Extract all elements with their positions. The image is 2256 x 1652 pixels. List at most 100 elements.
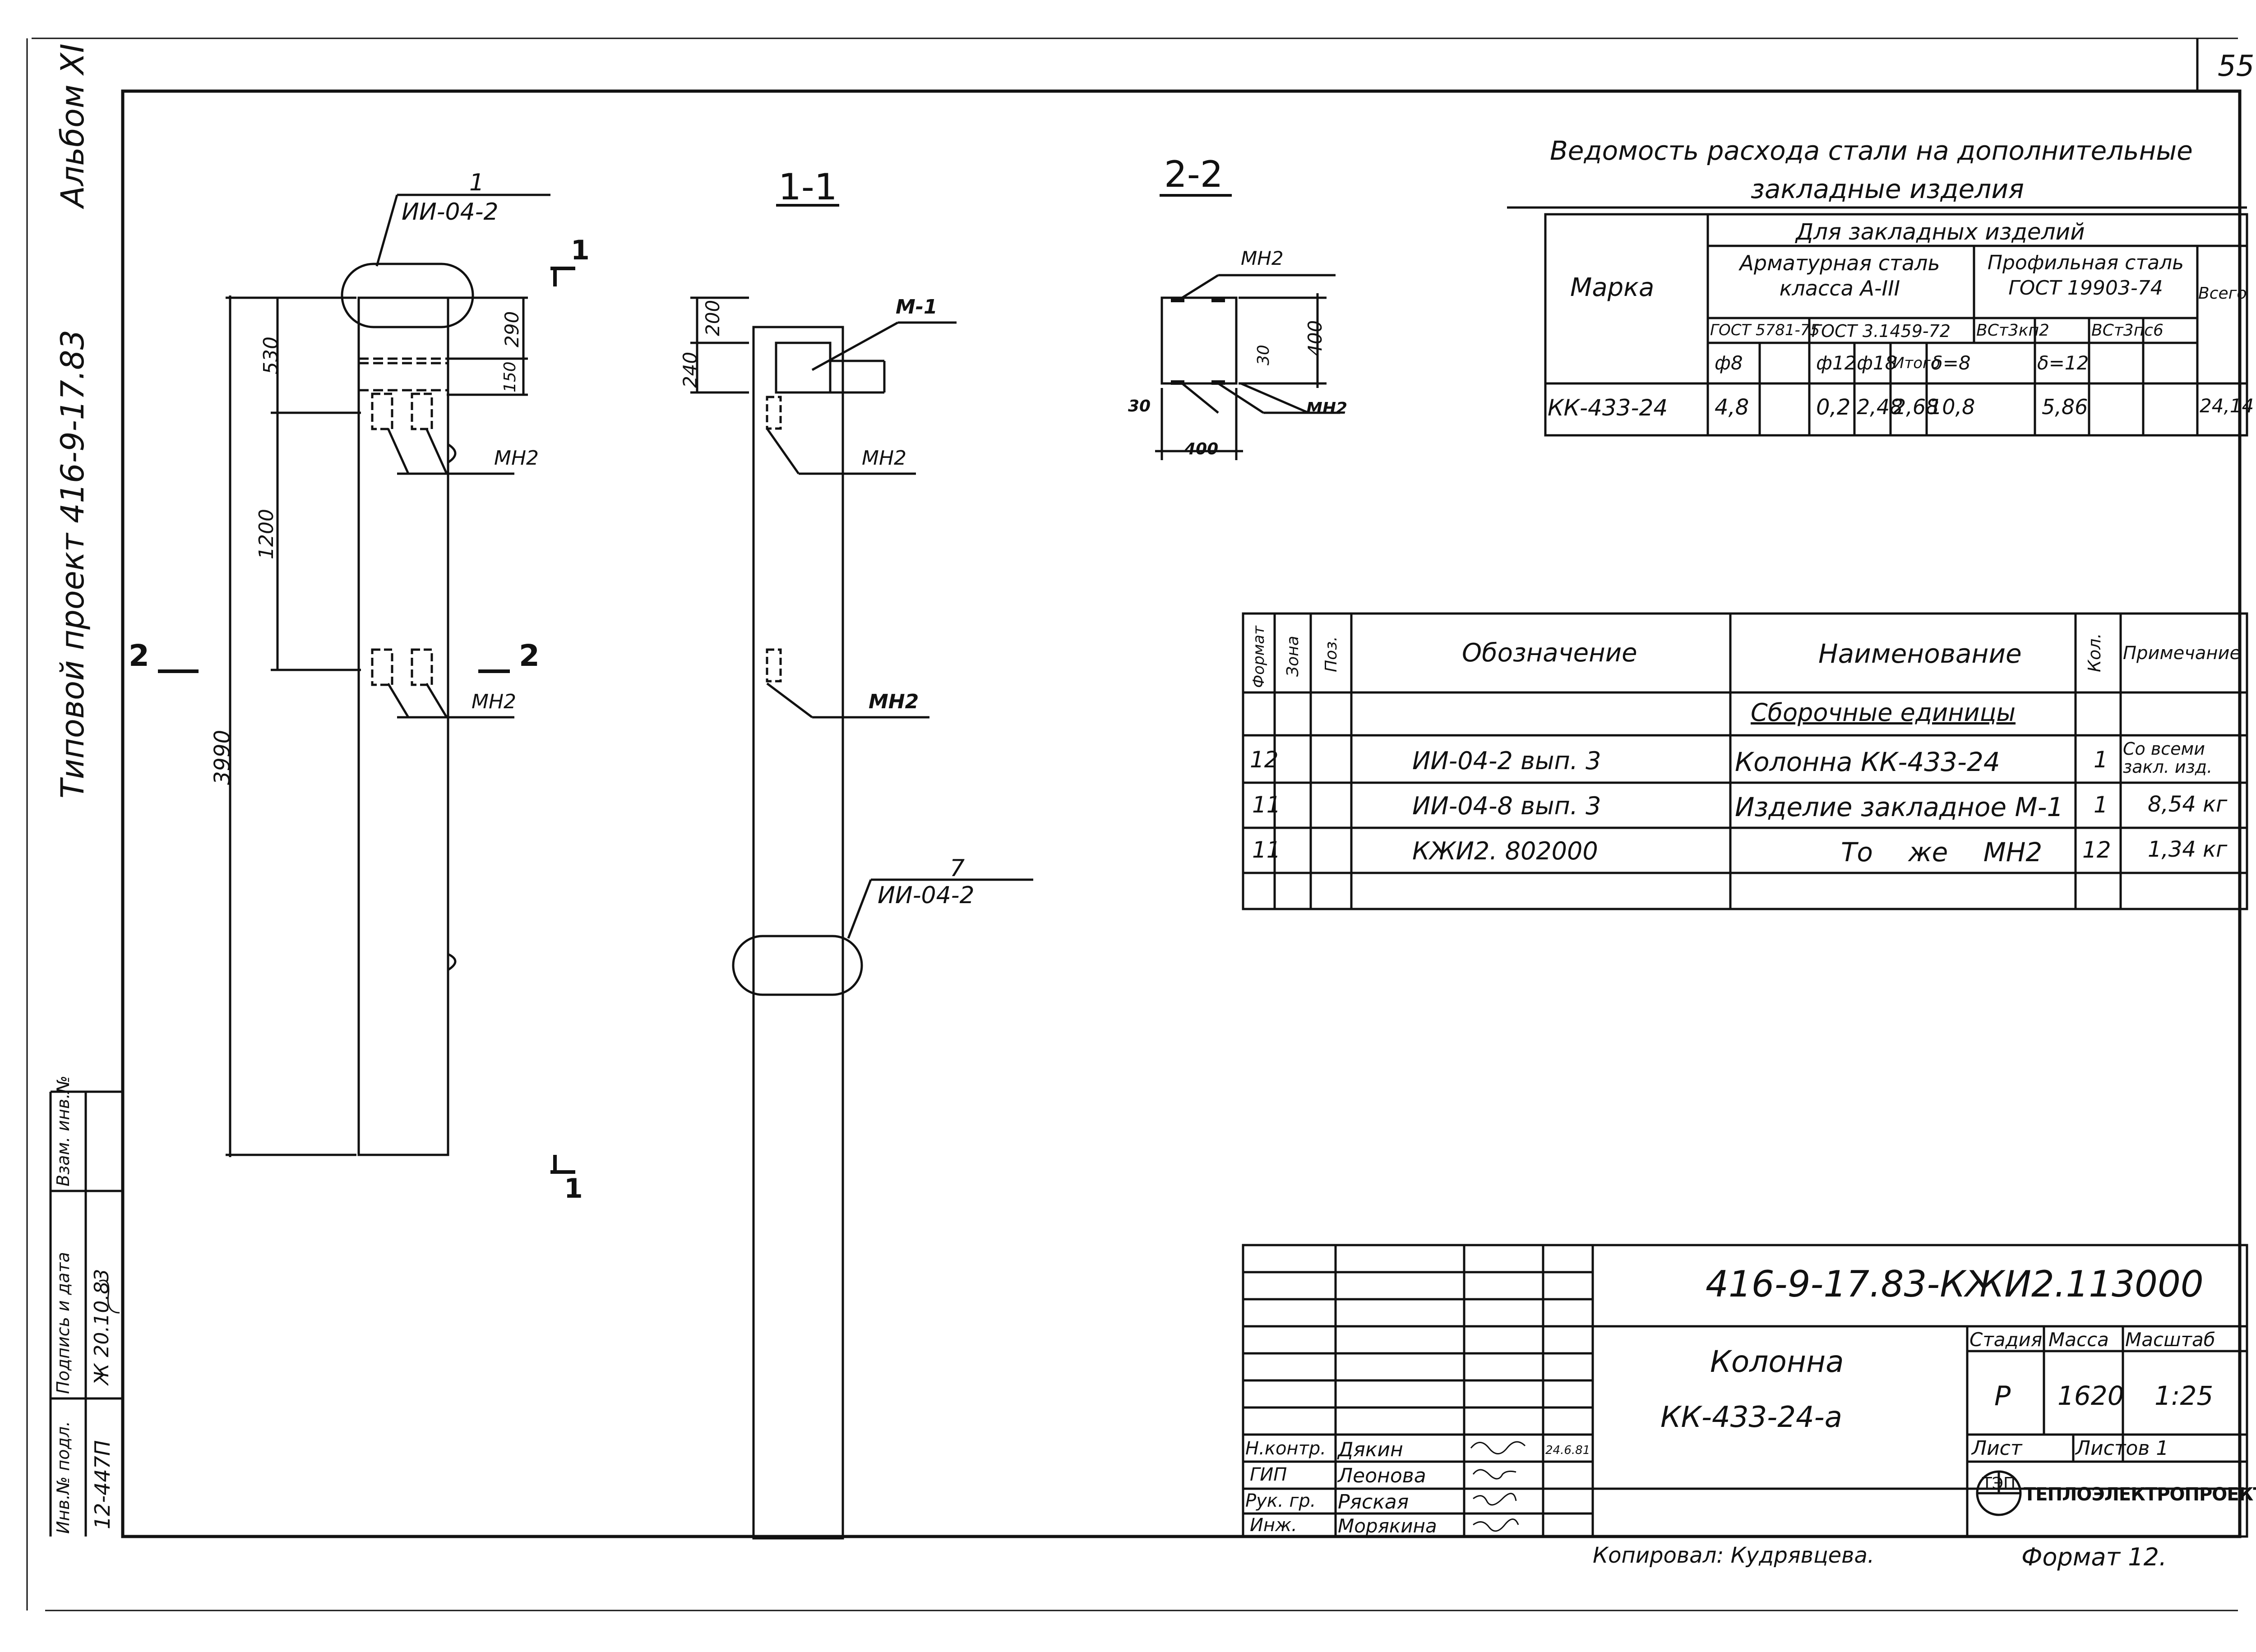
steel-table-grid — [1507, 206, 2248, 437]
dim-150: 150 — [501, 361, 519, 392]
inv-no-label: Инв.№ подл. — [53, 1421, 73, 1534]
spec-row-2-name: Изделие закладное М-1 — [1735, 792, 2064, 822]
tb-org: ТЕПЛОЭЛЕКТРОПРОЕКТ — [2024, 1484, 2256, 1505]
steel-delta-8: δ=8 — [1931, 352, 1971, 374]
steel-col-group: Для закладных изделий — [1796, 219, 2085, 245]
spec-h-qty: Кол. — [2085, 633, 2104, 672]
left-strip-grid — [49, 1090, 123, 1537]
signatures — [99, 1279, 1526, 1532]
spec-h-designation: Обозначение — [1462, 638, 1637, 668]
steel-delta-12: δ=12 — [2037, 352, 2089, 374]
tb-name-3: Ряская — [1338, 1490, 1409, 1514]
tb-name-2: Леонова — [1338, 1464, 1426, 1487]
steel-table-title-line1: Ведомость расхода стали на дополнительны… — [1550, 135, 2193, 166]
section-mark-1-top: 1 — [571, 235, 590, 266]
dim-3990: 3990 — [210, 729, 235, 785]
spec-h-pos: Поз. — [1322, 636, 1341, 672]
spec-row-2-qty: 1 — [2094, 792, 2108, 818]
steel-gost-1: ГОСТ 5781-75 — [1710, 321, 1820, 339]
sign-date-value: Ж 20.10.83 — [90, 1269, 113, 1385]
dim-530: 530 — [259, 337, 282, 374]
tb-sheet: Лист — [1972, 1437, 2022, 1460]
spec-row-1-note: Со всеми закл. изд. — [2123, 739, 2213, 777]
tb-role-2: ГИП — [1250, 1464, 1287, 1485]
steel-col-rebar: Арматурная сталь класса А-III — [1739, 251, 1940, 300]
section-1-1-callout-number: 7 — [950, 855, 965, 882]
replace-label: Взам. инв.№ — [53, 1075, 73, 1186]
m1-label: М-1 — [896, 295, 938, 318]
steel-row-v5: 2,68 — [1893, 395, 1939, 419]
steel-gost-4: ВСт3пс6 — [2091, 321, 2164, 340]
section-2-2-dim-30-side: 30 — [1254, 345, 1273, 365]
outer-frame — [121, 89, 2242, 1538]
spec-row-3-name: То же МН2 — [1841, 837, 2043, 868]
spec-row-3-note: 1,34 кг — [2148, 837, 2228, 862]
section-mark-2-left: 2 — [129, 638, 149, 673]
steel-col-total: Всего — [2198, 284, 2247, 303]
steel-table-title-line2: закладные изделия — [1751, 174, 2024, 204]
steel-col-mark: Марка — [1570, 273, 1655, 302]
spec-h-name: Наименование — [1818, 638, 2022, 669]
spec-row-2-format: 11 — [1252, 792, 1281, 818]
spec-section-title: Сборочные единицы — [1751, 698, 2016, 727]
logo-letters: ТЭП — [1982, 1474, 2016, 1493]
tb-scale: 1:25 — [2154, 1380, 2214, 1411]
tb-mass: 1620 — [2057, 1380, 2124, 1411]
dim-290: 290 — [501, 311, 523, 347]
steel-col-profile: Профильная сталь ГОСТ 19903-74 — [1987, 251, 2184, 300]
project-label: Типовой проект 416-9-17.83 — [54, 329, 91, 798]
copied-by: Копировал: Кудрявцева. — [1593, 1543, 1875, 1568]
section-2-2-mn2-bottom: МН2 — [1306, 399, 1348, 418]
title-block-grid — [1242, 1244, 2248, 1538]
page-number: 55 — [2218, 50, 2255, 83]
steel-row-v1: 4,8 — [1715, 395, 1749, 420]
spec-row-1-qty: 1 — [2094, 747, 2108, 773]
steel-d18: ф18 — [1857, 352, 1897, 374]
main-view-column — [158, 194, 575, 1174]
spec-row-2-note: 8,54 кг — [2148, 792, 2228, 817]
album-label: Альбом XI — [54, 43, 91, 208]
tb-date-1: 24.6.81 — [1545, 1444, 1590, 1457]
section-2-2-dim-30-bottom: 30 — [1128, 397, 1151, 415]
tb-sheets: Листов 1 — [2076, 1437, 2169, 1460]
spec-h-zone: Зона — [1284, 636, 1302, 677]
spec-h-note: Примечание — [2123, 643, 2241, 664]
section-1-1-mn2-lower: МН2 — [869, 690, 919, 713]
object-name-line2: КК-433-24-а — [1660, 1401, 1842, 1434]
steel-row-v6: 10,8 — [1929, 395, 1975, 419]
spec-row-3-format: 11 — [1252, 837, 1281, 863]
tb-role-4: Инж. — [1250, 1515, 1297, 1536]
spec-row-1-format: 12 — [1250, 747, 1279, 773]
section-1-1-mn2-upper: МН2 — [862, 447, 907, 470]
org-logo: ТЭП — [1976, 1470, 2022, 1516]
steel-row-v8: 5,86 — [2042, 395, 2088, 419]
spec-row-1-name: Колонна КК-433-24 — [1735, 747, 2000, 777]
section-2-2 — [1155, 194, 1340, 460]
tb-role-3: Рук. гр. — [1245, 1490, 1316, 1511]
sign-date-label: Подпись и дата — [53, 1252, 73, 1394]
main-mn2-upper: МН2 — [494, 447, 539, 470]
section-mark-1-bottom: 1 — [564, 1173, 583, 1204]
section-2-2-mn2-top: МН2 — [1241, 247, 1284, 269]
tb-stage: Р — [1994, 1380, 2011, 1412]
spec-row-2-designation: ИИ-04-8 вып. 3 — [1412, 792, 1601, 820]
steel-row-mark: КК-433-24 — [1548, 395, 1668, 421]
section-2-2-dim-400-height: 400 — [1304, 320, 1326, 356]
section-1-1-column — [690, 204, 1033, 1540]
dim-200: 200 — [702, 300, 724, 336]
steel-gost-3: ВСт3кп2 — [1976, 321, 2049, 340]
steel-row-v10: 24,14 — [2200, 395, 2254, 417]
format-label: Формат 12. — [2021, 1543, 2167, 1571]
steel-row-v3: 0,2 — [1816, 395, 1851, 420]
section-2-2-dim-400-width: 400 — [1184, 440, 1219, 458]
inv-no-value: 12-447П — [90, 1440, 115, 1529]
spec-table-grid — [1242, 612, 2248, 910]
spec-row-3-qty: 12 — [2082, 837, 2111, 863]
steel-row-v4: 2,48 — [1857, 395, 1903, 419]
main-callout-number: 1 — [469, 169, 485, 196]
steel-d12: ф12 — [1816, 352, 1857, 374]
main-callout-ref: ИИ-04-2 — [402, 198, 499, 226]
section-1-1-title: 1-1 — [778, 166, 837, 208]
steel-d8: ф8 — [1715, 352, 1743, 374]
